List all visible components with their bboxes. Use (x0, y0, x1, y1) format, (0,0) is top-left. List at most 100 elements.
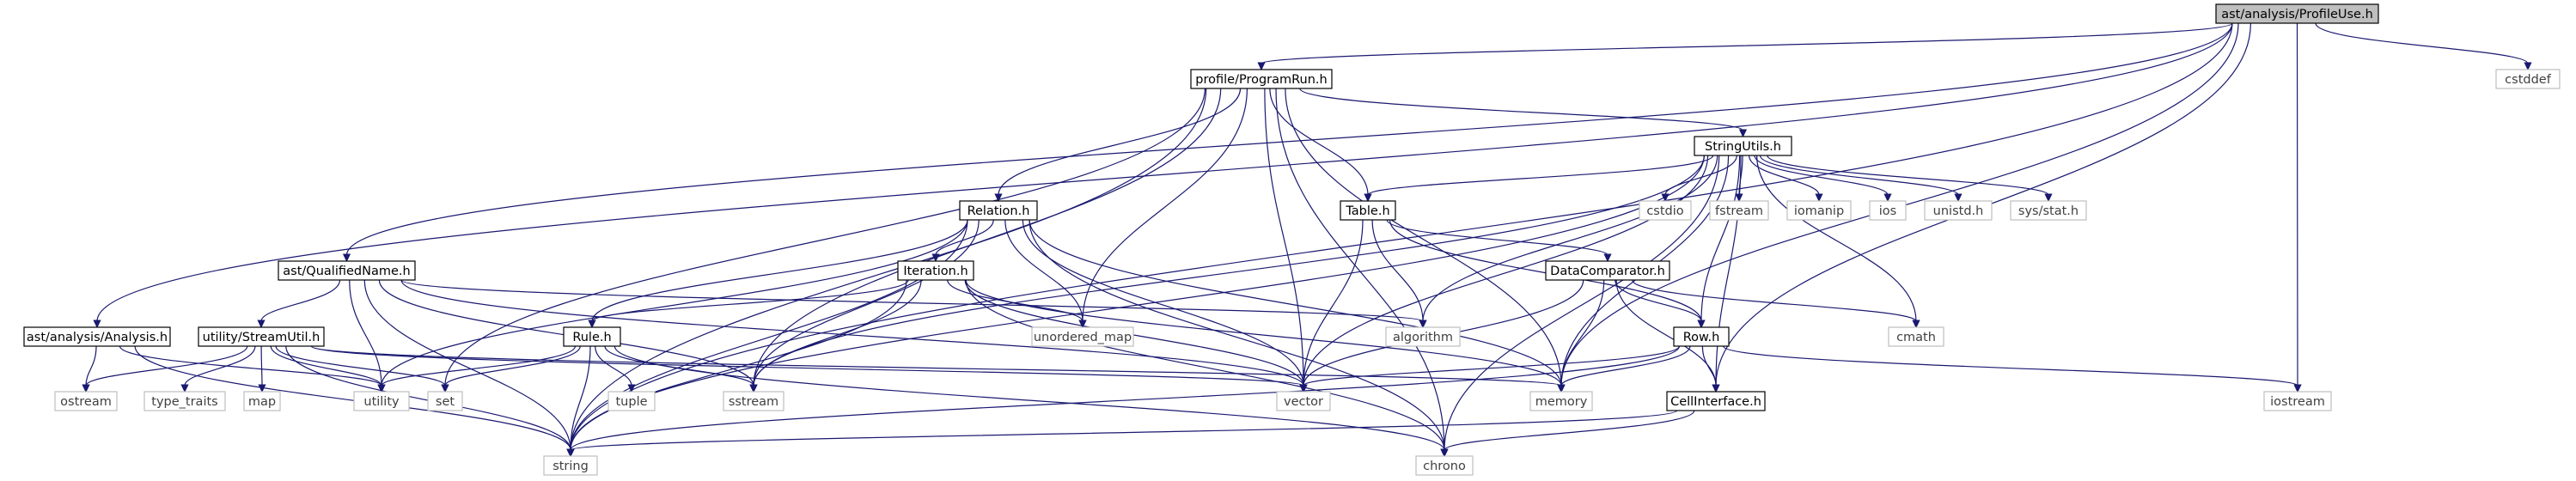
edge-root-to-string (570, 22, 2233, 451)
edge-row-to-cellinterface (1701, 345, 1717, 387)
edge-iteration-to-unordered_map-arrowhead (1078, 320, 1087, 329)
edge-datacomparator-to-row-arrowhead (1697, 320, 1706, 329)
edge-datacomparator-to-cmath (1632, 279, 1917, 322)
node-sstream: sstream (723, 391, 784, 411)
node-memory-label: memory (1535, 395, 1588, 409)
node-map-box (243, 391, 281, 411)
edge-stringutils-to-cmath (1756, 155, 1917, 322)
edge-cellinterface-to-chrono-arrowhead (1440, 448, 1449, 458)
node-cellinterface[interactable]: CellInterface.h (1666, 391, 1766, 411)
node-unistd: unistd.h (1924, 200, 1993, 221)
node-stringutils-box (1694, 136, 1792, 156)
node-programrun-label: profile/ProgramRun.h (1195, 73, 1327, 87)
node-map: map (243, 391, 281, 411)
node-cstddef-label: cstddef (2505, 73, 2552, 87)
edge-root-to-programrun-arrowhead (1257, 62, 1266, 71)
node-tuple: tuple (607, 391, 656, 411)
node-iteration[interactable]: Iteration.h (897, 260, 974, 281)
edge-streamutil-to-type_traits-arrowhead (180, 384, 189, 393)
node-analysis[interactable]: ast/analysis/Analysis.h (23, 326, 171, 347)
node-programrun[interactable]: profile/ProgramRun.h (1190, 69, 1333, 89)
node-datacomparator-label: DataComparator.h (1550, 265, 1665, 278)
node-chrono-label: chrono (1423, 460, 1466, 473)
edge-relation-to-chrono (1029, 219, 1445, 451)
edge-table-to-vector (1303, 219, 1364, 387)
edge-row-to-vector (1303, 345, 1680, 387)
edge-programrun-to-set (444, 88, 1206, 387)
edge-stringutils-to-chrono (1444, 155, 1720, 451)
edge-cellinterface-to-string (570, 410, 1677, 451)
node-utility-box (353, 391, 410, 411)
node-vector-label: vector (1284, 395, 1323, 409)
edge-cellinterface-to-string-arrowhead (566, 448, 575, 458)
edge-programrun-to-relation (998, 88, 1242, 196)
node-string-label: string (552, 460, 589, 473)
node-stringutils[interactable]: StringUtils.h (1694, 136, 1792, 156)
node-qualifiedname[interactable]: ast/QualifiedName.h (278, 260, 416, 281)
node-utility: utility (353, 391, 410, 411)
node-chrono-box (1415, 455, 1474, 476)
edge-table-to-datacomparator (1386, 219, 1608, 256)
node-datacomparator-box (1545, 260, 1670, 281)
node-fstream: fstream (1709, 200, 1769, 221)
edge-programrun-to-unordered_map (1082, 88, 1248, 322)
edge-rule-to-set (444, 345, 581, 387)
edge-programrun-to-string (570, 88, 1207, 451)
node-ios-box (1869, 200, 1907, 221)
edge-qualifiedname-to-streamutil-arrowhead (257, 320, 266, 329)
edge-streamutil-to-utility (270, 345, 382, 387)
node-cstddef: cstddef (2495, 69, 2561, 89)
edge-iteration-to-sstream (753, 279, 922, 387)
node-cmath-box (1888, 326, 1944, 347)
edge-root-to-qualifiedname (345, 22, 2233, 256)
edge-datacomparator-to-cellinterface (1615, 279, 1717, 387)
node-iostream: iostream (2263, 391, 2332, 411)
node-sstream-box (723, 391, 784, 411)
node-fstream-box (1709, 200, 1769, 221)
node-relation[interactable]: Relation.h (959, 200, 1038, 221)
node-unistd-box (1924, 200, 1993, 221)
edge-qualifiedname-to-vector (400, 279, 1304, 387)
edge-row-to-memory-arrowhead (1557, 384, 1566, 393)
node-row[interactable]: Row.h (1673, 326, 1730, 347)
edge-row-to-cellinterface-arrowhead (1712, 384, 1720, 393)
node-string: string (543, 455, 598, 476)
node-streamutil[interactable]: utility/StreamUtil.h (198, 326, 325, 347)
node-unordered_map-box (1031, 326, 1134, 347)
node-iomanip: iomanip (1786, 200, 1852, 221)
node-iostream-box (2263, 391, 2332, 411)
node-ios: ios (1869, 200, 1907, 221)
node-cstddef-box (2495, 69, 2561, 89)
node-cstdio: cstdio (1639, 200, 1692, 221)
edge-stringutils-to-iomanip (1749, 155, 1820, 196)
edge-rule-to-sstream-arrowhead (749, 384, 758, 393)
edge-relation-to-utility (381, 219, 968, 387)
node-relation-box (959, 200, 1038, 221)
node-table[interactable]: Table.h (1340, 200, 1396, 221)
node-cstdio-label: cstdio (1646, 204, 1683, 218)
edge-stringutils-to-table (1367, 155, 1714, 196)
edge-datacomparator-to-cmath-arrowhead (1912, 320, 1920, 329)
edge-relation-to-iteration (935, 219, 994, 256)
edge-relation-to-iteration-arrowhead (931, 253, 940, 263)
edge-iteration-to-rule (591, 279, 909, 322)
edge-iteration-to-unordered_map (947, 279, 1084, 322)
edge-cellinterface-to-chrono (1444, 410, 1695, 451)
edge-rule-to-chrono (613, 345, 1445, 451)
node-rule[interactable]: Rule.h (563, 326, 621, 347)
edge-root-to-qualifiedname-arrowhead (342, 253, 351, 263)
node-utility-label: utility (363, 395, 400, 409)
edge-table-to-algorithm (1371, 219, 1424, 322)
node-datacomparator[interactable]: DataComparator.h (1545, 260, 1670, 281)
edge-stringutils-to-sysstat-arrowhead (2044, 193, 2053, 203)
edge-iteration-to-vector (964, 279, 1304, 387)
node-row-box (1673, 326, 1730, 347)
edge-datacomparator-to-row (1615, 279, 1702, 322)
node-map-label: map (248, 395, 276, 409)
node-cmath-label: cmath (1896, 331, 1936, 344)
node-unordered_map: unordered_map (1031, 326, 1134, 347)
edge-relation-to-rule (591, 219, 968, 322)
edge-root-to-programrun (1261, 22, 2233, 64)
node-cstdio-box (1639, 200, 1692, 221)
node-root[interactable]: ast/analysis/ProfileUse.h (2215, 3, 2379, 24)
